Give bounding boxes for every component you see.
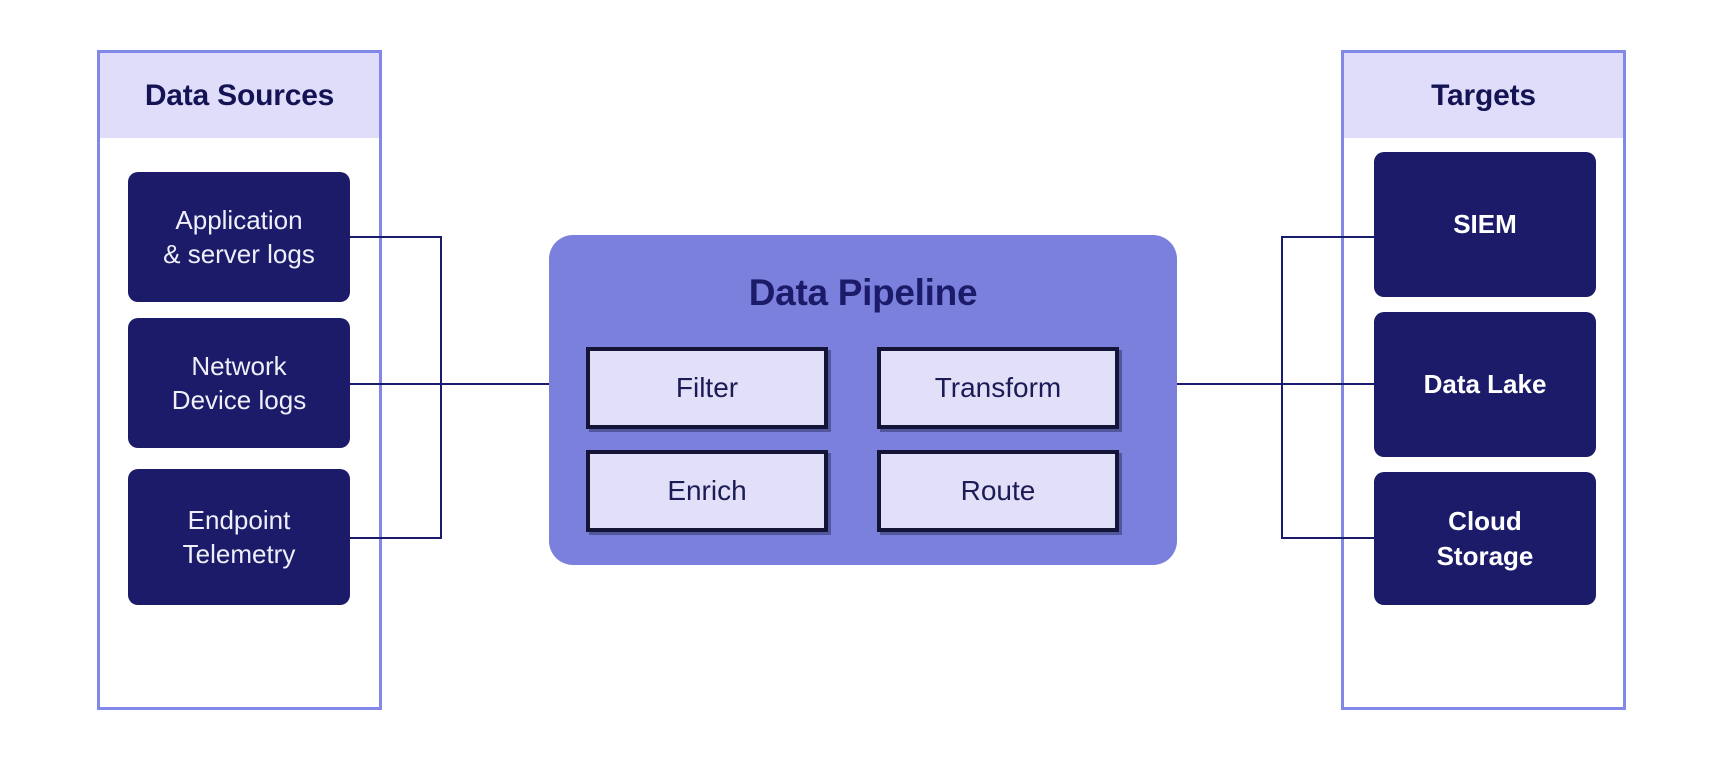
pipeline-stage-route[interactable]: Route [877, 450, 1119, 532]
pipeline-stage-label: Route [960, 475, 1036, 506]
pipeline-stage-filter[interactable]: Filter [586, 347, 828, 429]
pipeline-stage-label: Filter [675, 372, 739, 403]
target-node-data-lake[interactable]: Data Lake [1374, 312, 1596, 457]
targets-title: Targets [1431, 78, 1536, 112]
wire-source-0-branch [350, 236, 441, 238]
target-node-label: SIEM [1453, 209, 1517, 240]
wire-target-2-branch [1281, 537, 1376, 539]
data-sources-header: Data Sources [100, 53, 379, 138]
wire-left-bus [440, 236, 442, 539]
wire-target-1-branch [1281, 383, 1376, 385]
source-node-label: Application& server logs [163, 204, 315, 269]
wire-source-1-branch [350, 383, 441, 385]
pipeline-stage-label: Transform [934, 372, 1062, 403]
targets-header: Targets [1344, 53, 1623, 138]
data-pipeline-title: Data Pipeline [748, 272, 978, 313]
wire-right-bus [1281, 236, 1283, 539]
target-node-label: Data Lake [1423, 369, 1547, 400]
pipeline-stage-label: Enrich [667, 475, 747, 506]
wire-target-0-branch [1281, 236, 1376, 238]
data-sources-title: Data Sources [144, 78, 335, 112]
pipeline-stage-enrich[interactable]: Enrich [586, 450, 828, 532]
data-pipeline-container: Data Pipeline Filter Transform Enrich Ro… [549, 235, 1177, 565]
target-node-siem[interactable]: SIEM [1374, 152, 1596, 297]
source-node-application-server-logs[interactable]: Application& server logs [128, 172, 350, 302]
wire-right-trunk [1175, 383, 1282, 385]
pipeline-stage-grid: Filter Transform Enrich Route [586, 347, 1140, 532]
wire-left-trunk [440, 383, 552, 385]
pipeline-stage-transform[interactable]: Transform [877, 347, 1119, 429]
wire-source-2-branch [350, 537, 441, 539]
